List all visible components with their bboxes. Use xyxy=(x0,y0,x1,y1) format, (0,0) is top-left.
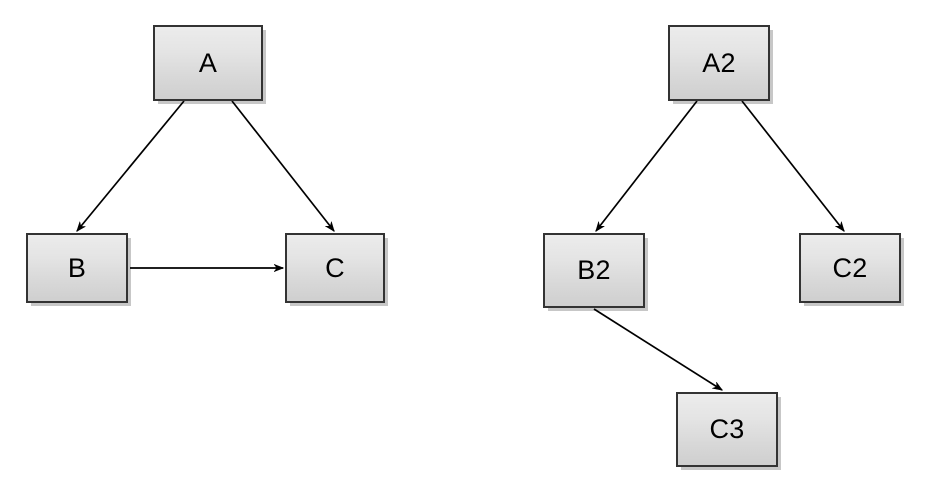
edge-a-c[interactable] xyxy=(231,100,334,231)
node-label: C xyxy=(325,252,345,283)
node-label: A2 xyxy=(702,47,736,78)
edge-b2-c3[interactable] xyxy=(593,308,722,391)
node-c[interactable]: C xyxy=(285,233,385,303)
node-c3[interactable]: C3 xyxy=(676,392,778,467)
node-c2[interactable]: C2 xyxy=(799,233,901,303)
edge-a2-b2[interactable] xyxy=(596,100,698,231)
node-label: C3 xyxy=(709,414,745,444)
edge-a2-c2[interactable] xyxy=(741,100,844,231)
node-label: C2 xyxy=(832,252,868,283)
node-a[interactable]: A xyxy=(153,25,263,101)
node-label: B xyxy=(67,252,87,283)
node-a2[interactable]: A2 xyxy=(668,25,770,101)
node-b[interactable]: B xyxy=(26,233,128,303)
node-b2[interactable]: B2 xyxy=(543,233,645,308)
node-label: B2 xyxy=(577,255,611,285)
edge-a-b[interactable] xyxy=(77,100,185,231)
node-label: A xyxy=(198,47,218,78)
